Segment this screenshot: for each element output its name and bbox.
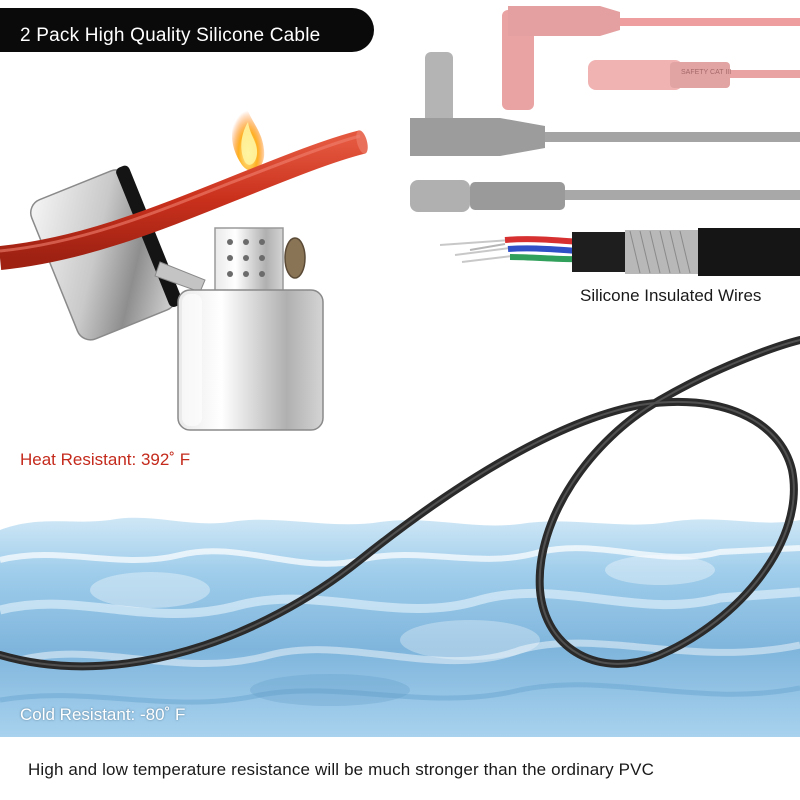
cable-icon bbox=[0, 336, 800, 671]
title-text: 2 Pack High Quality Silicone Cable bbox=[20, 25, 321, 46]
cold-resistant-label: Cold Resistant: -80˚ F bbox=[20, 705, 186, 724]
lighter-icon bbox=[30, 165, 324, 431]
stripped-wire-icon bbox=[439, 228, 800, 276]
flame-icon bbox=[231, 100, 265, 171]
test-lead-icon: SAFETY CAT III bbox=[410, 6, 800, 212]
footer-caption: High and low temperature resistance will… bbox=[28, 760, 655, 779]
heat-resistant-label: Heat Resistant: 392˚ F bbox=[20, 450, 191, 469]
red-cable bbox=[0, 130, 368, 270]
ice-icon bbox=[0, 517, 800, 737]
title-badge: 2 Pack High Quality Silicone Cable bbox=[0, 8, 374, 52]
wires-label: Silicone Insulated Wires bbox=[580, 286, 762, 305]
probe-marking: SAFETY CAT III bbox=[681, 69, 731, 76]
